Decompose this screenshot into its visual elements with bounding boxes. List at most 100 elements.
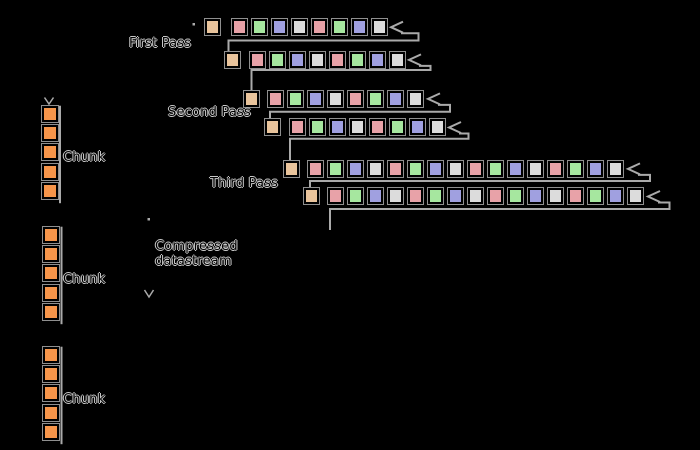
pass-row-cell xyxy=(548,188,564,205)
pass-row-cell xyxy=(588,188,604,205)
pass-row-cell xyxy=(368,90,384,107)
pass-row-cell xyxy=(428,188,444,205)
pass-row-cell xyxy=(528,188,544,205)
pass-row-cell xyxy=(350,119,365,136)
chunk-cell xyxy=(43,246,59,262)
chunk-cell xyxy=(43,226,59,243)
pass-row-start-cell xyxy=(225,51,240,68)
pass-row-cell xyxy=(428,160,444,177)
pass-row-cell xyxy=(388,188,404,205)
pass-row-cell xyxy=(290,51,305,68)
pass-row-cell xyxy=(328,188,344,205)
row-wrap-connector-line xyxy=(329,201,671,230)
first-pass-label: First Pass xyxy=(129,36,192,51)
row-wrap-connector-line xyxy=(309,173,651,189)
chunk-cell xyxy=(41,163,58,180)
pass-row-cell xyxy=(310,119,325,136)
pass-row-cell xyxy=(608,160,624,177)
pass-row-cell xyxy=(488,188,504,205)
pass-row-cell xyxy=(231,19,247,35)
row-wrap-arrowhead-icon xyxy=(406,53,422,67)
pass-row-cell xyxy=(608,188,624,205)
chunk-cell xyxy=(43,284,59,301)
pass-row-cell xyxy=(390,51,405,68)
pass-row-cell xyxy=(291,19,307,35)
row-wrap-connector-line xyxy=(250,64,432,91)
pass-row-cell xyxy=(330,119,345,136)
pass-row-cell xyxy=(548,160,564,177)
row-wrap-connector-line xyxy=(269,103,451,120)
pass-row-cell xyxy=(308,90,324,107)
pass-row-cell xyxy=(250,51,265,68)
second-pass-label: Second Pass xyxy=(168,105,251,120)
pass-row-cell xyxy=(271,19,287,35)
pass-row-cell xyxy=(390,119,405,136)
pass-row-cell xyxy=(368,188,384,205)
chunk-cell xyxy=(43,423,59,440)
pass-row-start-cell xyxy=(205,19,220,35)
chunk-cell xyxy=(43,385,59,402)
pass-row-cell xyxy=(348,90,364,107)
pass-row-cell xyxy=(568,160,584,177)
compressed-datastream-label: Compressed datastream xyxy=(155,239,238,269)
pass-row-cell xyxy=(468,160,484,177)
row-wrap-arrowhead-icon xyxy=(425,92,441,106)
pass-row-start-cell xyxy=(284,160,299,177)
pass-row-cell xyxy=(408,160,424,177)
pass-row-cell xyxy=(448,160,464,177)
pass-row-cell xyxy=(370,51,385,68)
pass-row-cell xyxy=(370,119,385,136)
row-wrap-arrowhead-icon xyxy=(446,121,462,134)
pass-row-cell xyxy=(308,160,324,177)
pass-row-cell xyxy=(310,51,325,68)
chunk-cell xyxy=(43,366,59,382)
pass-row-cell xyxy=(348,160,364,177)
pass-row-cell xyxy=(448,188,464,205)
row-wrap-arrowhead-icon xyxy=(388,20,404,34)
chunk-cell xyxy=(43,303,59,320)
chunk-cell xyxy=(41,105,58,122)
pass-row-cell xyxy=(508,188,524,205)
pass-row-cell xyxy=(270,51,285,68)
pass-row-cell xyxy=(568,188,584,205)
chunk-cell xyxy=(41,144,58,161)
pass-row-cell xyxy=(371,19,387,35)
downward-flow-arrowhead-icon xyxy=(143,289,155,299)
pass-row-cell xyxy=(430,119,445,136)
third-pass-label: Third Pass xyxy=(210,176,279,191)
chunk-cell xyxy=(43,404,59,421)
pass-row-cell xyxy=(528,160,544,177)
pass-row-cell xyxy=(290,119,305,136)
pass-row-cell xyxy=(268,90,284,107)
pass-row-start-cell xyxy=(244,90,259,107)
pass-row-cell xyxy=(350,51,365,68)
pass-row-cell xyxy=(368,160,384,177)
pass-row-cell xyxy=(488,160,504,177)
pass-row-cell xyxy=(468,188,484,205)
pass-row-cell xyxy=(628,188,644,205)
pass-row-cell xyxy=(348,188,364,205)
row-wrap-connector-line xyxy=(289,132,470,161)
downward-flow-arrowhead-icon xyxy=(43,97,55,106)
pass-row-cell xyxy=(331,19,347,35)
compressed-datastream-label-line1: Compressed xyxy=(155,239,238,254)
pass-row-cell xyxy=(311,19,327,35)
pass-row-cell xyxy=(388,90,404,107)
pass-row-cell xyxy=(508,160,524,177)
pass-row-cell xyxy=(351,19,367,35)
pass-row-cell xyxy=(408,188,424,205)
pass-row-cell xyxy=(328,160,344,177)
chunk-label-2: Chunk xyxy=(63,272,106,287)
compressed-datastream-label-line2: datastream xyxy=(155,254,232,269)
chunk-label-1: Chunk xyxy=(63,150,106,165)
chunk-cell xyxy=(43,265,59,282)
chunk-cell xyxy=(41,182,58,199)
pass-row-cell xyxy=(251,19,267,35)
pass-row-cell xyxy=(328,90,344,107)
stream-continuation-dot xyxy=(147,218,150,221)
pass-row-cell xyxy=(288,90,304,107)
pass-row-start-cell xyxy=(304,188,319,205)
stream-continuation-dot xyxy=(192,23,195,26)
